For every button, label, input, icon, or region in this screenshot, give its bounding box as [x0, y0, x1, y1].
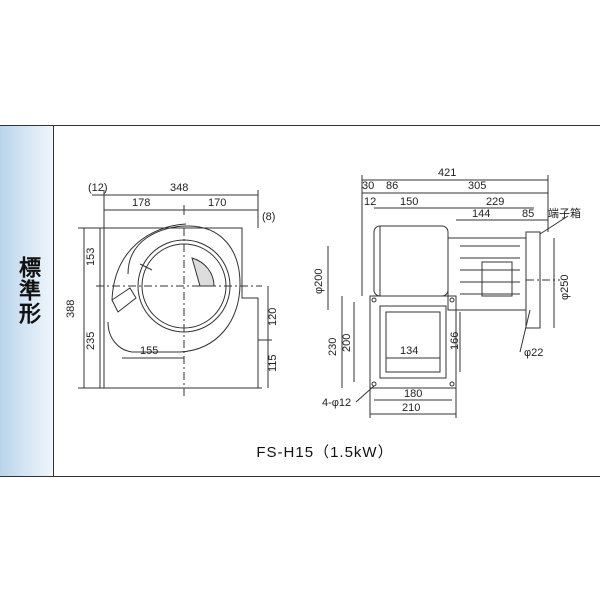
dim-front-8: (8)	[262, 211, 275, 223]
dim-front-170: 170	[208, 197, 226, 209]
side-panel: 標準形	[0, 126, 54, 476]
hatch-area	[191, 257, 215, 287]
dim-side-134: 134	[400, 345, 418, 357]
bolt-hole-tl	[371, 297, 377, 303]
dim-front-12: (12)	[88, 182, 108, 194]
dim-side-85: 85	[522, 208, 534, 220]
dim-side-12: 12	[364, 196, 376, 208]
dim-side-144: 144	[472, 208, 490, 220]
mount-tab	[139, 263, 153, 271]
motor-body	[447, 237, 527, 311]
flange-outer	[369, 295, 457, 389]
outlet-flap	[111, 287, 137, 313]
bolt-hole-br	[449, 381, 455, 387]
dim-front-388: 388	[65, 300, 77, 318]
dim-side-210: 210	[402, 402, 420, 414]
dim-side-150: 150	[400, 196, 418, 208]
front-view	[78, 190, 272, 396]
dim-side-166: 166	[449, 332, 461, 350]
dim-front-155: 155	[140, 345, 158, 357]
front-housing-outline	[103, 227, 259, 389]
leader-terminal	[539, 215, 569, 235]
bolt-hole-bl	[371, 381, 377, 387]
dim-side-421: 421	[438, 167, 456, 179]
dim-side-200: 200	[341, 334, 353, 352]
dim-front-235: 235	[85, 332, 97, 350]
dim-side-phi22: φ22	[524, 347, 543, 359]
leader-phi22	[519, 309, 531, 353]
dim-front-120: 120	[267, 308, 279, 326]
terminal-box-label: 端子箱	[548, 206, 581, 220]
fan-casing	[373, 225, 449, 297]
dim-side-180: 180	[404, 388, 422, 400]
dim-front-178: 178	[132, 197, 150, 209]
dim-side-holes: 4-φ12	[322, 397, 351, 409]
dim-front-348: 348	[170, 182, 188, 194]
dim-side-86: 86	[386, 180, 398, 192]
leader-holes	[355, 385, 375, 403]
terminal-box	[481, 261, 513, 297]
dim-side-phi250: φ250	[559, 275, 571, 301]
dim-front-115: 115	[267, 354, 279, 372]
flange-opening	[385, 311, 441, 373]
scroll-casing-outer	[111, 223, 187, 301]
dim-front-153: 153	[85, 248, 97, 266]
dim-side-30: 30	[362, 180, 374, 192]
model-label: FS-H15（1.5kW）	[256, 444, 394, 461]
flange-inner	[379, 305, 447, 379]
bolt-hole-tr	[449, 297, 455, 303]
side-label: 標準形	[15, 256, 40, 325]
side-view	[327, 175, 569, 418]
dim-side-phi200: φ200	[313, 269, 325, 295]
scroll-casing	[107, 225, 241, 353]
dim-side-229: 229	[486, 196, 504, 208]
dim-side-230: 230	[327, 338, 339, 356]
fan-cover	[525, 231, 541, 329]
dim-side-305: 305	[468, 180, 486, 192]
